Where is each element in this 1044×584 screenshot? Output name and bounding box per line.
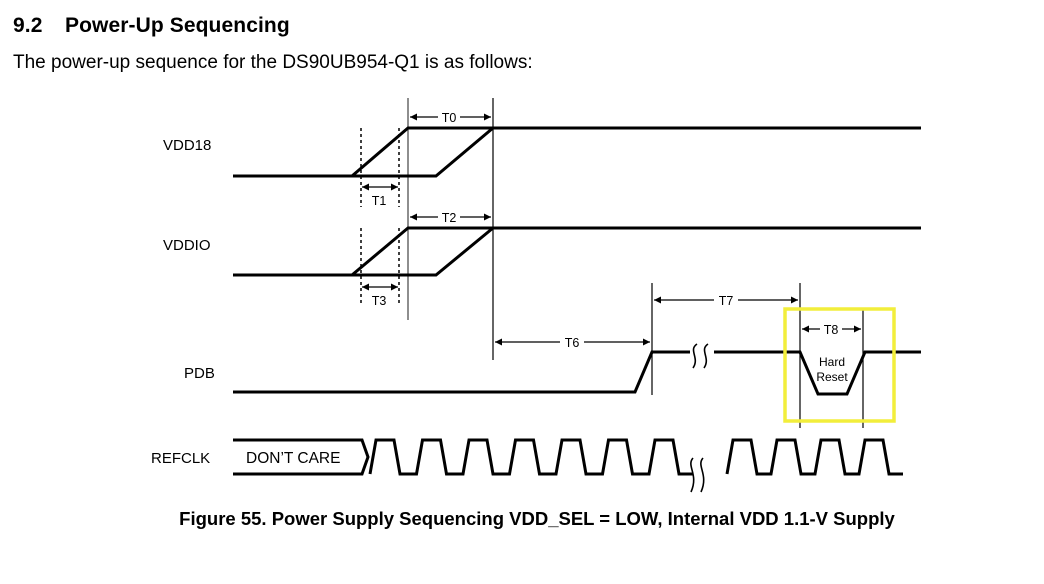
break-symbol-refclk-icon [690,457,705,493]
signal-label-refclk: REFCLK [151,450,210,467]
timing-label-t0: T0 [442,111,457,125]
timing-label-t7: T7 [719,294,734,308]
waveform-refclk-dont-care [233,438,370,476]
waveform-refclk-clock-segment-1 [368,438,693,476]
signal-label-pdb: PDB [184,365,215,382]
hard-reset-label-line2: Reset [816,370,848,384]
signal-label-vddio: VDDIO [163,237,211,254]
dimension-label-bg-t0 [438,110,460,124]
break-symbol-pdb-icon [692,343,709,369]
timing-label-t1: T1 [372,194,387,208]
dimension-label-bg-t8 [820,322,842,336]
dimension-label-bg-t7 [714,293,738,307]
section-number: 9.2 [13,14,43,37]
intro-text: The power-up sequence for the DS90UB954-… [13,52,533,73]
section-title: Power-Up Sequencing [65,14,290,37]
waveform-vddio-late [352,226,494,277]
timing-label-t6: T6 [565,336,580,350]
figure-caption: Figure 55. Power Supply Sequencing VDD_S… [179,508,895,529]
dimension-label-bg-t6 [560,335,584,349]
waveform-pdb-rise [233,350,690,394]
section-heading: 9.2 Power-Up Sequencing [13,14,290,38]
refclk-pulse-train [368,438,693,476]
dimension-label-bg-t2 [438,210,460,224]
timing-label-t3: T3 [372,294,387,308]
timing-label-t8: T8 [824,323,839,337]
refclk-pulse-train [725,438,903,476]
dont-care-label: DON’T CARE [246,450,340,467]
hard-reset-label-line1: Hard [819,355,845,369]
highlight-box-hard-reset [783,307,896,423]
signal-label-vdd18: VDD18 [163,137,211,154]
waveform-vddio-early [233,226,921,277]
waveform-vdd18-early [233,126,921,178]
waveform-vdd18-late [352,126,494,178]
waveform-refclk-clock-segment-2 [725,438,903,476]
timing-label-t2: T2 [442,211,457,225]
